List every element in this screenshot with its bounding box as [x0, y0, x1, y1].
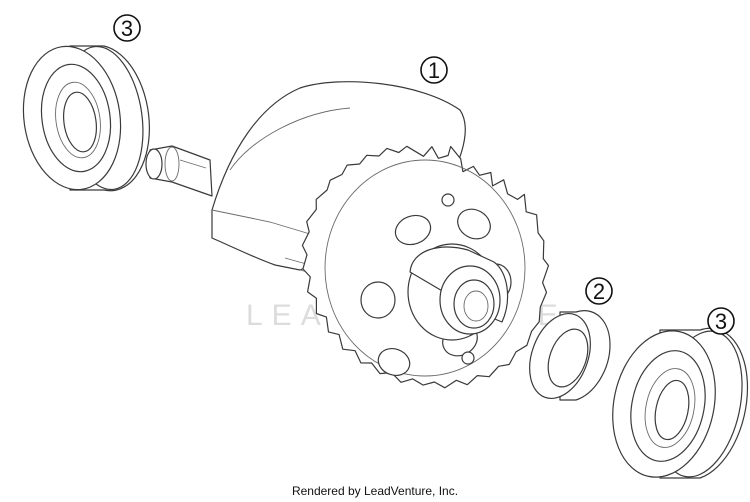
render-credit: Rendered by LeadVenture, Inc. [291, 484, 459, 498]
bearing-left [22, 45, 150, 192]
callout-bearing-left: 3 [113, 14, 141, 42]
spacer-washer [529, 310, 611, 401]
callout-number: 1 [428, 58, 440, 83]
callout-number: 3 [121, 16, 133, 41]
callout-number: 2 [593, 279, 605, 304]
bearing-right [612, 327, 749, 479]
callout-spacer-washer: 2 [585, 277, 613, 305]
callout-number: 3 [715, 309, 727, 334]
gear [301, 145, 550, 389]
callout-crankshaft: 1 [420, 56, 448, 84]
callout-bearing-right: 3 [707, 307, 735, 335]
